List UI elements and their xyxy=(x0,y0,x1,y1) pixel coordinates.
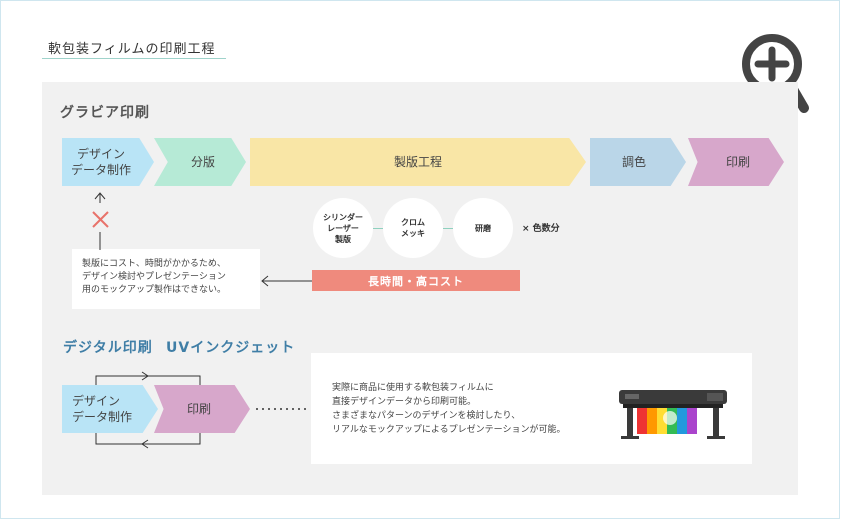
step-label: 印刷 xyxy=(186,402,211,416)
printer-icon xyxy=(619,390,727,439)
step-label: 印刷 xyxy=(725,155,750,169)
loop-arrows xyxy=(95,371,201,449)
step-label-line: データ制作 xyxy=(72,410,133,424)
step-label: 製版工程 xyxy=(393,155,442,169)
plate-step-cylinder-laser: シリンダーレーザー製版 xyxy=(313,198,373,258)
page-title: 軟包装フィルムの印刷工程 xyxy=(48,42,216,57)
description-line: 実際に商品に使用する軟包装フィルムに xyxy=(332,383,494,393)
circle-label-line: 研磨 xyxy=(475,223,491,233)
step-label: 分版 xyxy=(190,155,215,169)
plate-step-chrome-plating: クロムメッキ xyxy=(383,198,443,258)
description-line: リアルなモックアップによるプレゼンテーションが可能。 xyxy=(332,425,566,435)
digital-heading: デジタル印刷 xyxy=(63,340,153,356)
step-label-line: データ制作 xyxy=(70,163,131,177)
circle-label-line: クロム xyxy=(401,218,425,227)
gravure-step-plate-making: 製版工程 xyxy=(250,138,586,186)
circle-label-line: レーザー xyxy=(327,223,359,233)
gravure-step-printing: 印刷 xyxy=(688,138,784,186)
left-arrow xyxy=(261,275,312,287)
step-label-line: デザイン xyxy=(72,394,121,408)
note-line: デザイン検討やプレゼンテーション xyxy=(82,272,226,282)
description-line: 直接デザインデータから印刷可能。 xyxy=(332,397,477,407)
title-underline xyxy=(42,58,226,59)
step-label-line: デザイン xyxy=(76,147,125,161)
gravure-step-design-data: デザインデータ制作 xyxy=(62,138,154,186)
circle-label-line: メッキ xyxy=(401,229,425,238)
plate-step-connector xyxy=(373,228,383,229)
plate-step-polishing: 研磨 xyxy=(453,198,513,258)
up-arrow xyxy=(94,192,106,250)
plate-step-connector xyxy=(443,228,453,229)
circle-label-line: 製版 xyxy=(335,234,351,244)
gravure-step-color-separation: 分版 xyxy=(154,138,246,186)
circle-label-line: シリンダー xyxy=(323,212,363,222)
multiplier-label: × 色数分 xyxy=(522,224,560,234)
digital-step-printing: 印刷 xyxy=(154,385,250,433)
description-line: さまざまなパターンのデザインを検討したり、 xyxy=(332,411,521,421)
digital-step-design-data: デザインデータ制作 xyxy=(62,385,158,433)
uv-inkjet-heading: UVインクジェット xyxy=(166,340,296,356)
note-line: 製版にコスト、時間がかかるため、 xyxy=(82,259,226,269)
note-line: 用のモックアップ製作はできない。 xyxy=(82,285,227,295)
digital-description: 実際に商品に使用する軟包装フィルムに 直接デザインデータから印刷可能。 さまざま… xyxy=(332,381,565,437)
gravure-heading: グラビア印刷 xyxy=(60,105,150,121)
gravure-step-color-matching: 調色 xyxy=(590,138,686,186)
cross-mark-icon xyxy=(92,211,109,228)
cost-bar: 長時間・高コスト xyxy=(312,270,520,291)
limitation-note: 製版にコスト、時間がかかるため、 デザイン検討やプレゼンテーション 用のモックア… xyxy=(72,249,260,309)
step-label: 調色 xyxy=(621,155,646,169)
